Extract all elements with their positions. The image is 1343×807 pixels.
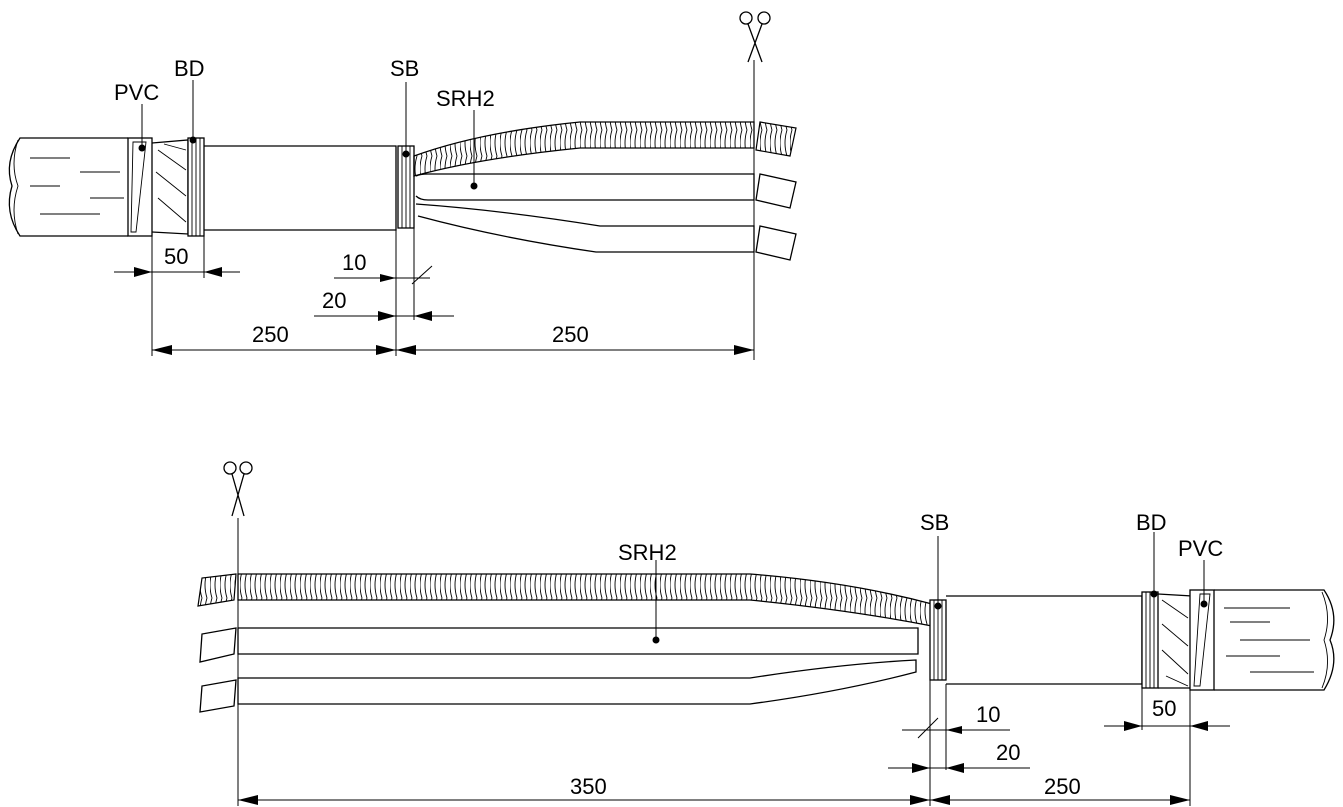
- bottom-dim-20: 20: [996, 740, 1020, 765]
- bottom-outer-cable: [1214, 589, 1335, 691]
- top-view: PVC BD SB SRH2 50 10 20 250 250: [8, 11, 797, 360]
- bottom-bd-binding: [1141, 591, 1159, 689]
- bottom-dim-10: 10: [976, 702, 1000, 727]
- top-core-middle: [415, 173, 755, 201]
- top-dim-50: 50: [164, 244, 188, 269]
- bottom-sb-binding: [929, 599, 947, 681]
- scissors-icon: [223, 461, 253, 517]
- top-label-srh2: SRH2: [436, 86, 495, 111]
- top-label-bd: BD: [174, 56, 205, 81]
- top-dim-20: 20: [322, 288, 346, 313]
- bottom-dim-250: 250: [1044, 774, 1081, 799]
- top-outer-cable: [8, 137, 128, 237]
- bottom-label-pvc: PVC: [1178, 536, 1223, 561]
- bottom-label-sb: SB: [920, 510, 949, 535]
- top-dim-10: 10: [342, 250, 366, 275]
- scissors-icon: [739, 11, 771, 63]
- bottom-dim-50: 50: [1152, 696, 1176, 721]
- top-label-sb: SB: [390, 56, 419, 81]
- bottom-view: SRH2 SB BD PVC 10 20 50 350 250: [197, 461, 1335, 806]
- top-label-pvc: PVC: [114, 80, 159, 105]
- bottom-dim-350: 350: [570, 774, 607, 799]
- top-dim-250-right: 250: [552, 322, 589, 347]
- bottom-core-lower: [237, 659, 917, 705]
- top-inner-sheath: [204, 145, 397, 231]
- bottom-label-srh2: SRH2: [618, 540, 677, 565]
- bottom-label-bd: BD: [1136, 510, 1167, 535]
- bottom-inner-sheath: [946, 595, 1143, 685]
- top-sb-binding: [397, 145, 415, 229]
- top-core-lower: [415, 203, 755, 253]
- top-bd-binding: [187, 137, 205, 237]
- bottom-core-middle: [237, 627, 919, 655]
- top-dim-250-left: 250: [252, 322, 289, 347]
